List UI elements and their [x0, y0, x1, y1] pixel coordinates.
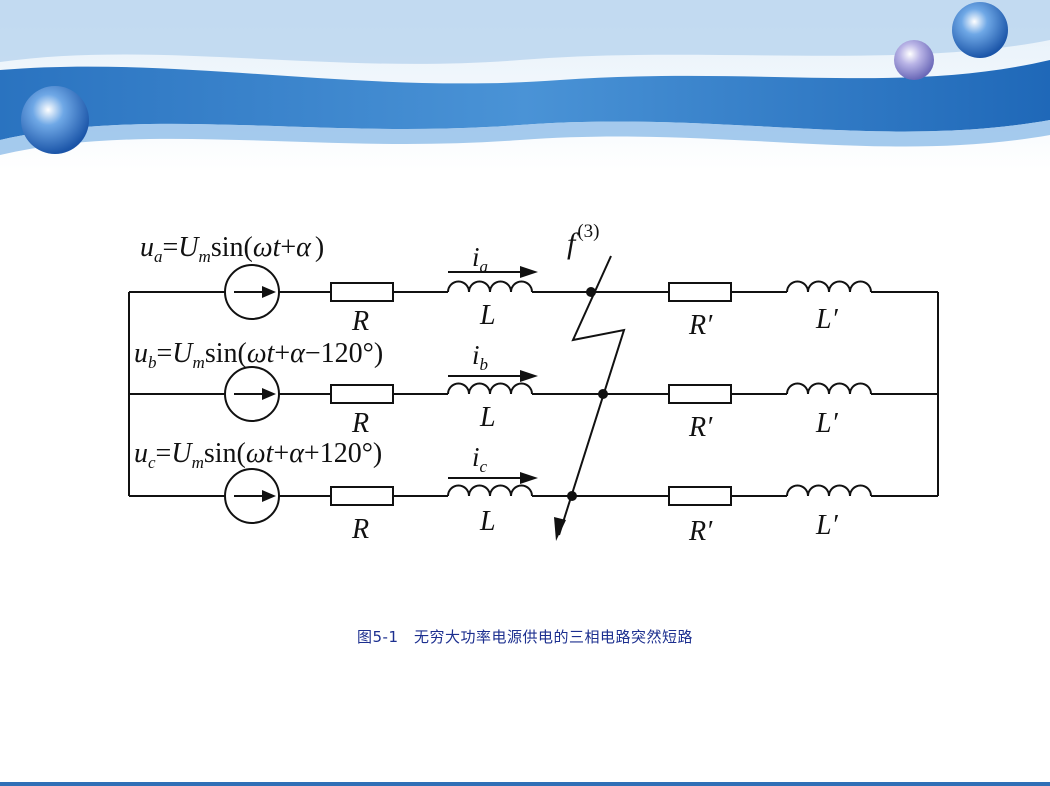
load-resistor-label-c: R′	[688, 516, 713, 547]
fault-node-b	[598, 389, 608, 399]
resistor-label-b: R	[351, 408, 369, 439]
current-arrowhead-a	[520, 266, 538, 278]
load-resistor-a	[668, 282, 732, 302]
source-arrowhead-a	[262, 286, 276, 298]
load-inductor-c	[786, 484, 872, 497]
three-phase-circuit-diagram: f(3) ua=Umsin(ωt+α) ub=Umsin(ωt+α−120°) …	[128, 221, 939, 547]
resistor-c	[330, 486, 394, 506]
inductor-b	[447, 382, 533, 395]
load-inductor-label-a: L′	[815, 304, 839, 335]
load-resistor-b	[668, 384, 732, 404]
fault-label: f(3)	[567, 221, 600, 260]
resistor-label-c: R	[351, 514, 369, 545]
voltage-label-a: ua=Umsin(ωt+α)	[140, 232, 324, 266]
fault-node-a	[586, 287, 596, 297]
resistor-b	[330, 384, 394, 404]
fault-node-c	[567, 491, 577, 501]
current-arrowhead-b	[520, 370, 538, 382]
inductor-label-a: L	[479, 300, 496, 331]
inductor-label-b: L	[479, 402, 496, 433]
decor-ball-right	[952, 2, 1008, 58]
current-arrowhead-c	[520, 472, 538, 484]
inductor-a	[447, 280, 533, 293]
decor-ball-purple	[894, 40, 934, 80]
load-inductor-b	[786, 382, 872, 395]
resistor-label-a: R	[351, 306, 369, 337]
current-label-b: ib	[472, 340, 488, 374]
load-inductor-label-c: L′	[815, 510, 839, 541]
inductor-label-c: L	[479, 506, 496, 537]
header-banner	[0, 0, 1050, 170]
fault-arrowhead	[554, 517, 566, 541]
load-resistor-label-b: R′	[688, 412, 713, 443]
current-label-c: ic	[472, 442, 488, 476]
resistor-a	[330, 282, 394, 302]
voltage-source-a	[224, 264, 280, 320]
source-arrowhead-c	[262, 490, 276, 502]
figure-caption: 图5-1 无穷大功率电源供电的三相电路突然短路	[356, 628, 693, 646]
fault-lightning-line	[558, 255, 626, 536]
load-inductor-label-b: L′	[815, 408, 839, 439]
source-arrowhead-b	[262, 388, 276, 400]
load-resistor-label-a: R′	[688, 310, 713, 341]
load-inductor-a	[786, 280, 872, 293]
decor-ball-left	[21, 86, 89, 154]
current-label-a: ia	[472, 242, 488, 276]
load-resistor-c	[668, 486, 732, 506]
voltage-label-c: uc=Umsin(ωt+α+120°)	[134, 438, 382, 472]
voltage-source-b	[224, 366, 280, 422]
inductor-c	[447, 484, 533, 497]
voltage-label-b: ub=Umsin(ωt+α−120°)	[134, 338, 383, 372]
voltage-source-c	[224, 468, 280, 524]
bottom-rule	[0, 782, 1050, 786]
